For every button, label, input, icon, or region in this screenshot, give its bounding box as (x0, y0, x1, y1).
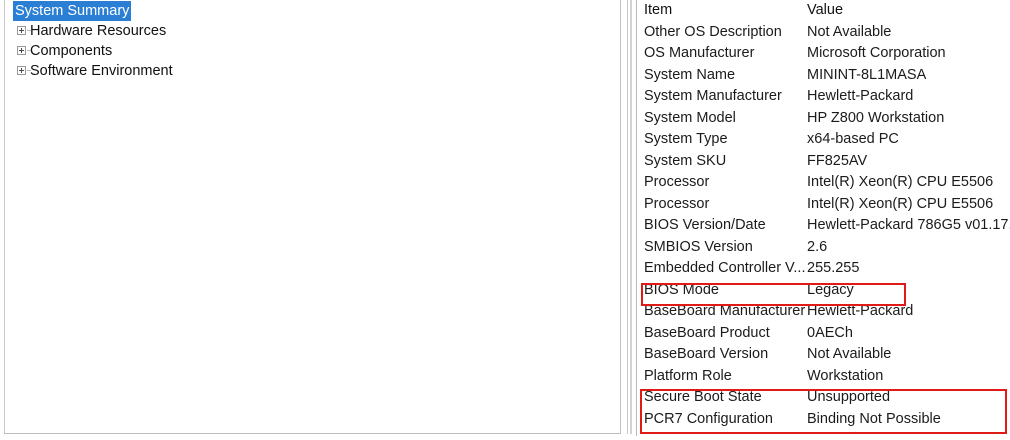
detail-item-label: Processor (644, 174, 710, 190)
detail-item-value: Hewlett-Packard 786G5 v01.17, 8/ (807, 217, 1010, 233)
table-row[interactable]: System Type x64-based PC (637, 129, 1010, 151)
table-row[interactable]: SMBIOS Version 2.6 (637, 237, 1010, 259)
detail-item-label: BaseBoard Product (644, 324, 770, 341)
detail-item-label: Other OS Description (644, 23, 782, 40)
detail-item-value: Hewlett-Packard (807, 303, 914, 319)
details-header-row[interactable]: Item Value (637, 0, 1010, 22)
table-row[interactable]: Secure Boot State Unsupported (637, 387, 1010, 409)
detail-item-value: x64-based PC (807, 131, 899, 147)
detail-item-label: System SKU (644, 152, 727, 169)
detail-item-label: Secure Boot State (644, 389, 762, 405)
plus-box-icon[interactable] (13, 61, 31, 81)
detail-item-value: Microsoft Corporation (807, 45, 946, 61)
plus-box-icon[interactable] (13, 41, 31, 61)
detail-item-value: Legacy (807, 281, 854, 298)
detail-item-label: Platform Role (644, 367, 732, 384)
detail-item-label: System Name (644, 66, 736, 83)
detail-item-label: System Manufacturer (644, 88, 782, 104)
detail-item-value: 0AECh (807, 324, 853, 341)
table-row[interactable]: System Manufacturer Hewlett-Packard (637, 86, 1010, 108)
detail-item-value: Binding Not Possible (807, 410, 941, 427)
table-row[interactable]: Processor Intel(R) Xeon(R) CPU E5506 (637, 194, 1010, 216)
detail-item-label: System Model (644, 109, 736, 126)
table-row[interactable]: System Model HP Z800 Workstation (637, 108, 1010, 130)
tree-item-components[interactable]: Components (5, 41, 620, 61)
detail-item-value: Not Available (807, 23, 892, 40)
detail-item-value: MININT-8L1MASA (807, 66, 927, 83)
table-row[interactable]: OS Manufacturer Microsoft Corporation (637, 43, 1010, 65)
table-row[interactable]: BIOS Mode Legacy (637, 280, 1010, 302)
detail-item-label: Embedded Controller V... (644, 260, 806, 276)
detail-item-value: HP Z800 Workstation (807, 109, 945, 126)
tree-item-system-summary[interactable]: System Summary (5, 1, 620, 21)
table-row[interactable]: Other OS Description Not Available (637, 22, 1010, 44)
detail-item-value: Intel(R) Xeon(R) CPU E5506 (807, 195, 994, 212)
detail-item-value: 255.255 (807, 260, 860, 276)
detail-item-value: Hewlett-Packard (807, 88, 914, 104)
table-row[interactable]: BaseBoard Product 0AECh (637, 323, 1010, 345)
tree-item-hardware-resources[interactable]: Hardware Resources (5, 21, 620, 41)
plus-box-icon[interactable] (13, 21, 31, 41)
detail-item-label: BIOS Version/Date (644, 217, 766, 233)
tree-item-software-environment[interactable]: Software Environment (5, 61, 620, 81)
tree-item-label: Software Environment (30, 63, 173, 79)
table-row[interactable]: System Name MININT-8L1MASA (637, 65, 1010, 87)
tree-item-label: Hardware Resources (30, 23, 167, 39)
detail-item-value: 2.6 (807, 238, 828, 255)
pane-splitter[interactable] (622, 0, 636, 434)
detail-item-label: Processor (644, 195, 710, 212)
column-header-item: Item (644, 2, 673, 18)
detail-item-label: SMBIOS Version (644, 238, 753, 255)
tree-connector-line (27, 50, 31, 51)
detail-item-label: BaseBoard Version (644, 346, 769, 362)
detail-item-value: Not Available (807, 346, 892, 362)
detail-item-value: Intel(R) Xeon(R) CPU E5506 (807, 174, 994, 190)
table-row[interactable]: BIOS Version/Date Hewlett-Packard 786G5 v… (637, 215, 1010, 237)
detail-item-label: OS Manufacturer (644, 45, 755, 61)
plus-vertical-stroke (21, 68, 22, 73)
tree-connector-line (27, 70, 31, 71)
table-row[interactable]: BaseBoard Version Not Available (637, 344, 1010, 366)
detail-item-label: BIOS Mode (644, 281, 719, 298)
table-row[interactable]: Embedded Controller V...255.255 (637, 258, 1010, 280)
detail-item-label: BaseBoard Manufacturer (644, 303, 806, 319)
detail-item-value: Workstation (807, 367, 884, 384)
column-header-value: Value (807, 2, 844, 18)
splitter-line-left (627, 0, 628, 434)
detail-item-label: PCR7 Configuration (644, 410, 773, 427)
detail-item-label: System Type (644, 131, 728, 147)
tree-connector-line (27, 30, 31, 31)
splitter-line-right (630, 0, 632, 434)
plus-vertical-stroke (21, 28, 22, 33)
detail-item-value: Unsupported (807, 389, 891, 405)
tree-item-label: Components (30, 43, 113, 59)
table-row[interactable]: Processor Intel(R) Xeon(R) CPU E5506 (637, 172, 1010, 194)
tree-item-label: System Summary (13, 1, 132, 21)
plus-vertical-stroke (21, 48, 22, 53)
table-row[interactable]: System SKU FF825AV (637, 151, 1010, 173)
detail-item-value: FF825AV (807, 152, 868, 169)
table-row[interactable]: PCR7 Configuration Binding Not Possible (637, 409, 1010, 431)
table-row[interactable]: Platform Role Workstation (637, 366, 1010, 388)
